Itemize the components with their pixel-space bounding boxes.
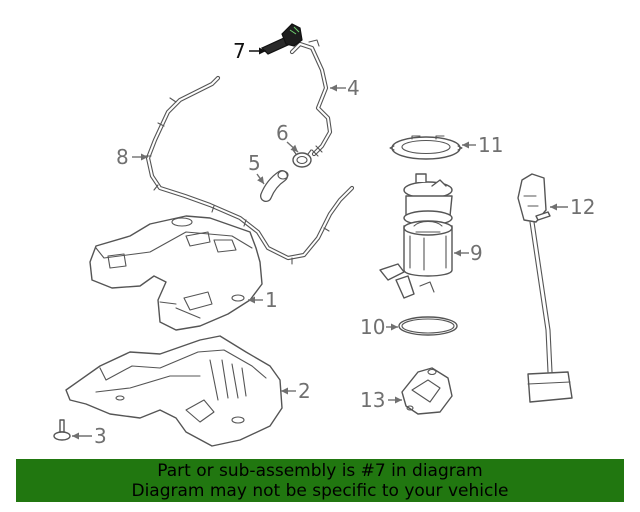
callout-1[interactable]: 1 xyxy=(265,288,278,312)
arrowhead-2 xyxy=(281,387,288,395)
arrowhead-9 xyxy=(454,249,461,257)
callout-7[interactable]: 7 xyxy=(233,39,246,63)
arrowhead-6 xyxy=(290,144,298,152)
part-11-lock-ring[interactable] xyxy=(389,135,463,160)
part-9-fuel-pump[interactable] xyxy=(379,173,453,299)
callout-11[interactable]: 11 xyxy=(478,133,503,157)
info-banner: Part or sub-assembly is #7 in diagram Di… xyxy=(16,459,624,502)
part-13-bracket[interactable] xyxy=(401,367,453,415)
part-12-level-sender[interactable] xyxy=(517,173,573,403)
callout-leaders xyxy=(72,47,568,440)
arrowhead-10 xyxy=(391,323,398,331)
callout-8[interactable]: 8 xyxy=(116,145,129,169)
arrowhead-3 xyxy=(72,432,79,440)
arrowhead-11 xyxy=(462,141,469,149)
banner-line-1: Part or sub-assembly is #7 in diagram xyxy=(157,461,483,481)
part-1-fuel-tank[interactable] xyxy=(89,215,263,331)
callout-9[interactable]: 9 xyxy=(470,241,483,265)
part-2-shield[interactable] xyxy=(65,335,283,447)
parts-diagram: 7 4 6 11 8 5 12 9 1 10 2 13 3 xyxy=(53,23,595,448)
arrowhead-13 xyxy=(395,396,402,404)
callout-10[interactable]: 10 xyxy=(360,315,385,339)
callout-13[interactable]: 13 xyxy=(360,388,385,412)
banner-line-2: Diagram may not be specific to your vehi… xyxy=(131,481,509,501)
arrowhead-5 xyxy=(257,176,264,184)
part-6-clamp[interactable] xyxy=(292,149,312,168)
part-4-vent-hose[interactable] xyxy=(289,39,333,157)
part-10-seal[interactable] xyxy=(398,316,458,336)
callout-4[interactable]: 4 xyxy=(347,76,360,100)
callout-3[interactable]: 3 xyxy=(94,424,107,448)
callout-6[interactable]: 6 xyxy=(276,121,289,145)
callout-2[interactable]: 2 xyxy=(298,379,311,403)
arrowhead-7 xyxy=(259,47,266,55)
arrowhead-4 xyxy=(330,84,337,92)
callout-5[interactable]: 5 xyxy=(248,151,261,175)
arrowhead-12 xyxy=(550,203,557,211)
arrowhead-8 xyxy=(141,153,148,161)
part-7-valve[interactable] xyxy=(260,23,303,55)
arrowhead-1 xyxy=(248,296,255,304)
part-5-short-hose[interactable] xyxy=(260,170,289,202)
part-8-vapor-line[interactable] xyxy=(144,75,355,265)
callout-12[interactable]: 12 xyxy=(570,195,595,219)
part-3-bolt[interactable] xyxy=(53,419,71,441)
